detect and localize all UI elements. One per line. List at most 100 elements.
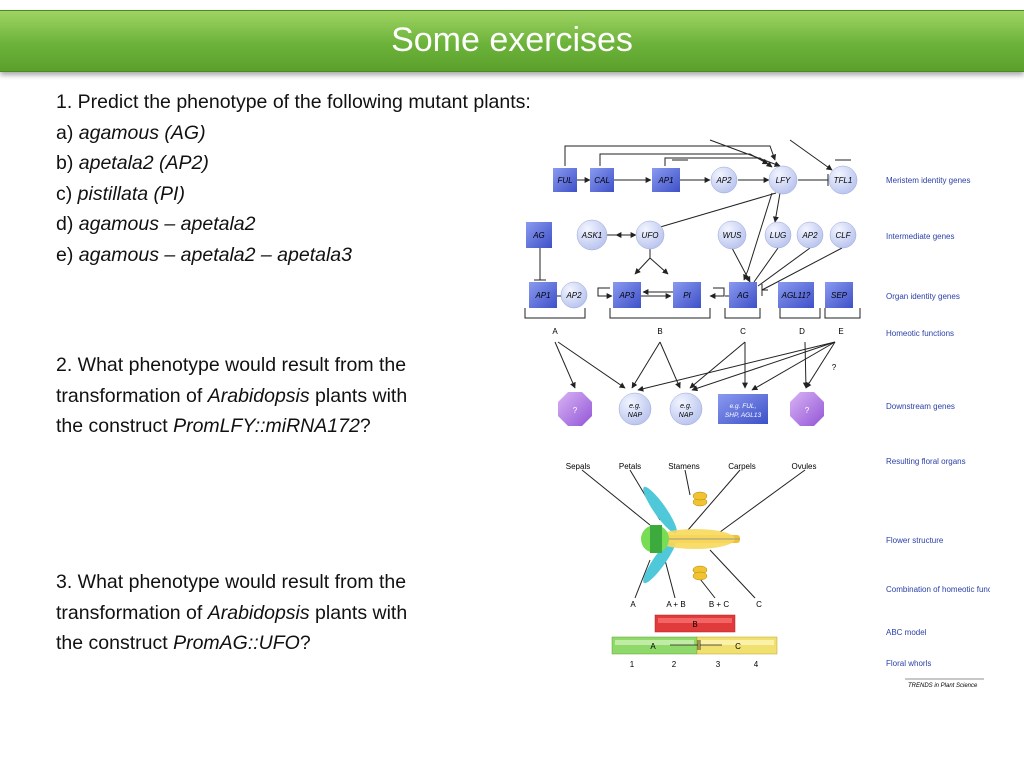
- question-2-line-3: the construct PromLFY::miRNA172?: [56, 411, 407, 442]
- option-d-prefix: d): [56, 213, 79, 235]
- option-c-text: pistillata (PI): [77, 182, 185, 205]
- question-1-prompt: 1. Predict the phenotype of the followin…: [56, 91, 531, 113]
- label-floral-organs: Resulting floral organs: [886, 457, 966, 466]
- function-c: C: [740, 327, 746, 336]
- question-3-line-3: the construct PromAG::UFO?: [56, 628, 407, 659]
- downstream-unknown-ovules: ?: [790, 392, 824, 426]
- abc-c-label: C: [735, 642, 741, 651]
- whorl-4: 4: [754, 660, 759, 669]
- gene-ap2-organ: AP2: [560, 281, 588, 309]
- gene-ap3: AP3: [613, 282, 641, 308]
- label-combination: Combination of homeotic functions: [886, 585, 990, 594]
- gene-ufo: UFO: [635, 220, 665, 250]
- unknown-link-mark: ?: [832, 363, 837, 372]
- downstream-label: e.g.NAP: [679, 403, 694, 419]
- homeotic-functions-row: A B C D E ?: [552, 327, 843, 372]
- option-d-text: agamous – apetala2: [78, 213, 256, 235]
- title-bar: Some exercises: [0, 10, 1024, 72]
- abc-a-label: A: [650, 642, 656, 651]
- organ-petals: Petals: [619, 462, 641, 471]
- function-e: E: [838, 327, 843, 336]
- gene-pi: PI: [673, 282, 701, 308]
- gene-label: AP1: [657, 176, 673, 185]
- option-b-text: apetala2 (AP2): [78, 152, 209, 174]
- option-b-prefix: b): [56, 152, 79, 174]
- gene-label: AP1: [534, 291, 550, 300]
- option-a-text: agamous (AG): [78, 121, 206, 144]
- label-homeotic-functions: Homeotic functions: [886, 329, 954, 338]
- combination-a: A: [630, 600, 636, 609]
- label-floral-whorls: Floral whorls: [886, 659, 931, 668]
- gene-label: AG: [532, 231, 545, 240]
- gene-label: FUL: [557, 176, 572, 185]
- q3-species: Arabidopsis: [207, 601, 310, 624]
- q3-text: transformation of: [56, 601, 208, 624]
- organ-sepals: Sepals: [566, 462, 590, 471]
- option-e-prefix: e): [56, 243, 79, 266]
- option-a: a) agamous (AG): [56, 118, 531, 149]
- option-c: c) pistillata (PI): [56, 179, 531, 210]
- label-downstream: Downstream genes: [886, 402, 955, 411]
- downstream-genes-row: ? e.g.NAP e.g.NAP e.g. FUL,SHP, AGL13 ?: [558, 392, 824, 426]
- option-c-prefix: c): [56, 182, 78, 205]
- downstream-nap-stamens: e.g.NAP: [669, 392, 703, 426]
- question-3-line-2: transformation of Arabidopsis plants wit…: [56, 598, 407, 629]
- figure-credit: TRENDS in Plant Science: [908, 683, 978, 689]
- whorl-1: 1: [630, 660, 635, 669]
- question-2-line-1: 2. What phenotype would result from the: [56, 354, 407, 376]
- abc-model-bars: B A C: [611, 614, 778, 655]
- function-d: D: [799, 327, 805, 336]
- floral-organs-row: Sepals Petals Stamens Carpels Ovules: [566, 462, 817, 471]
- homeotic-combinations-row: A A + B B + C C: [630, 600, 762, 609]
- option-e: e) agamous – apetala2 – apetala3: [56, 240, 531, 271]
- gene-sep: SEP: [825, 282, 853, 308]
- gene-label: AP3: [618, 291, 635, 300]
- gene-label: AP2: [565, 291, 582, 300]
- q3-text: plants with: [309, 601, 408, 624]
- gene-label: LUG: [770, 231, 786, 240]
- gene-label: LFY: [776, 176, 791, 185]
- option-a-prefix: a): [56, 121, 79, 144]
- regulatory-connections: [524, 139, 861, 599]
- label-organ-identity: Organ identity genes: [886, 292, 960, 301]
- gene-label: AGL11?: [781, 291, 811, 300]
- floral-whorls-row: 1 2 3 4: [630, 660, 759, 669]
- label-abc-model: ABC model: [886, 628, 927, 637]
- question-2: 2. What phenotype would result from the …: [56, 350, 407, 442]
- option-b: b) apetala2 (AP2): [56, 148, 531, 179]
- q3-construct: PromAG::UFO: [173, 632, 300, 654]
- gene-ap1-organ: AP1: [529, 282, 557, 308]
- gene-label: UFO: [642, 231, 659, 240]
- gene-label: TFL1: [834, 176, 853, 185]
- q2-text: the construct: [56, 415, 174, 437]
- gene-ful: FUL: [553, 168, 577, 192]
- downstream-nap-petals: e.g.NAP: [618, 392, 652, 426]
- gene-tfl1: TFL1: [828, 165, 858, 195]
- q2-construct: PromLFY::miRNA172: [173, 415, 360, 437]
- gene-cal: CAL: [590, 168, 614, 192]
- organ-identity-genes-row: AP1 AP2 AP3 PI AG AGL11? SEP: [529, 281, 853, 309]
- abc-b-label: B: [692, 620, 697, 629]
- q2-text: plants with: [309, 384, 408, 407]
- q3-text: ?: [299, 632, 311, 654]
- function-b: B: [657, 327, 662, 336]
- gene-wus: WUS: [717, 220, 747, 250]
- flower-illustration: [641, 486, 740, 584]
- gene-agl11: AGL11?: [778, 282, 814, 308]
- gene-label: WUS: [723, 231, 742, 240]
- gene-ap2-intermediate: AP2: [796, 221, 824, 249]
- downstream-label: e.g.NAP: [628, 403, 643, 419]
- question-1: 1. Predict the phenotype of the followin…: [56, 87, 531, 270]
- row-labels: Meristem identity genes Intermediate gen…: [886, 176, 990, 668]
- gene-clf: CLF: [829, 221, 857, 249]
- combination-c: C: [756, 600, 762, 609]
- label-flower-structure: Flower structure: [886, 536, 944, 545]
- option-e-text: agamous – apetala2 – apetala3: [78, 243, 352, 266]
- question-3: 3. What phenotype would result from the …: [56, 567, 407, 659]
- function-a: A: [552, 327, 558, 336]
- slide-title: Some exercises: [391, 21, 633, 59]
- gene-label: SEP: [831, 291, 848, 300]
- whorl-2: 2: [672, 660, 677, 669]
- gene-label: AG: [736, 291, 749, 300]
- meristem-genes-row: FUL CAL AP1 AP2 LFY TFL1: [553, 165, 858, 195]
